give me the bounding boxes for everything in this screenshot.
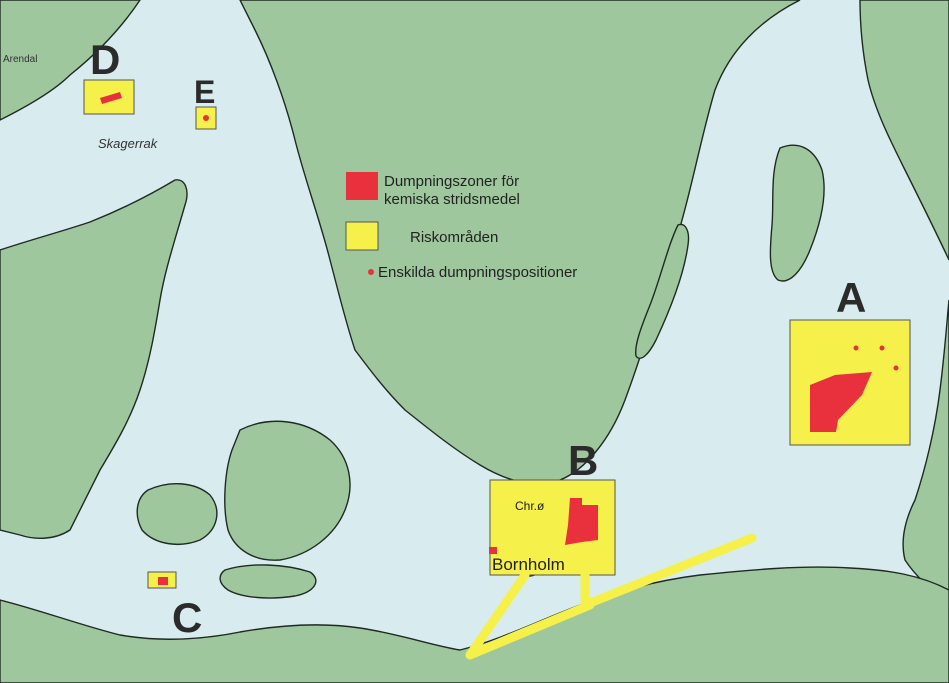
risk-corridor-b <box>465 533 757 660</box>
legend: Dumpningszoner för kemiska stridsmedel R… <box>345 172 577 281</box>
dumping-zone-c <box>158 577 168 585</box>
zone-label-a: A <box>836 274 866 321</box>
dumping-position-a2 <box>879 345 885 351</box>
land-lolland <box>219 564 317 599</box>
place-label-skagerrak: Skagerrak <box>98 136 159 151</box>
dumping-zone-bornholm-west <box>489 547 497 554</box>
zone-label-d: D <box>90 36 120 83</box>
land-baltic-states <box>902 299 949 601</box>
land-zealand <box>224 420 351 561</box>
zone-label-b: B <box>568 437 598 484</box>
legend-label-dumping-zones-line2: kemiska stridsmedel <box>384 191 520 208</box>
legend-swatch-dumping-zones <box>346 172 378 200</box>
land-northeast <box>859 0 949 261</box>
legend-swatch-risk-areas <box>345 221 379 251</box>
dumping-position-a1 <box>853 345 859 351</box>
dumping-position-a3 <box>893 365 899 371</box>
dumping-zone-a <box>810 372 872 432</box>
dumping-position-e <box>203 115 209 121</box>
land-oland <box>635 223 690 359</box>
zone-label-e: E <box>194 74 215 110</box>
legend-label-risk-areas: Riskområden <box>410 229 498 246</box>
dumping-zone-d <box>100 92 122 104</box>
land-sweden <box>239 0 801 485</box>
land-norway <box>0 0 141 121</box>
place-label-arendal: Arendal <box>3 54 37 65</box>
legend-label-single-positions: Enskilda dumpningspositioner <box>378 264 577 281</box>
land-jutland <box>0 179 188 539</box>
legend-swatch-single-positions <box>368 269 374 275</box>
place-label-chr-o: Chr.ø <box>515 499 545 513</box>
zone-label-c: C <box>172 594 202 641</box>
place-label-bornholm: Bornholm <box>492 555 565 574</box>
legend-label-dumping-zones-line1: Dumpningszoner för <box>384 173 519 190</box>
land-funen <box>136 482 218 545</box>
land-gotland <box>769 144 825 282</box>
dumping-zone-b <box>565 498 598 545</box>
